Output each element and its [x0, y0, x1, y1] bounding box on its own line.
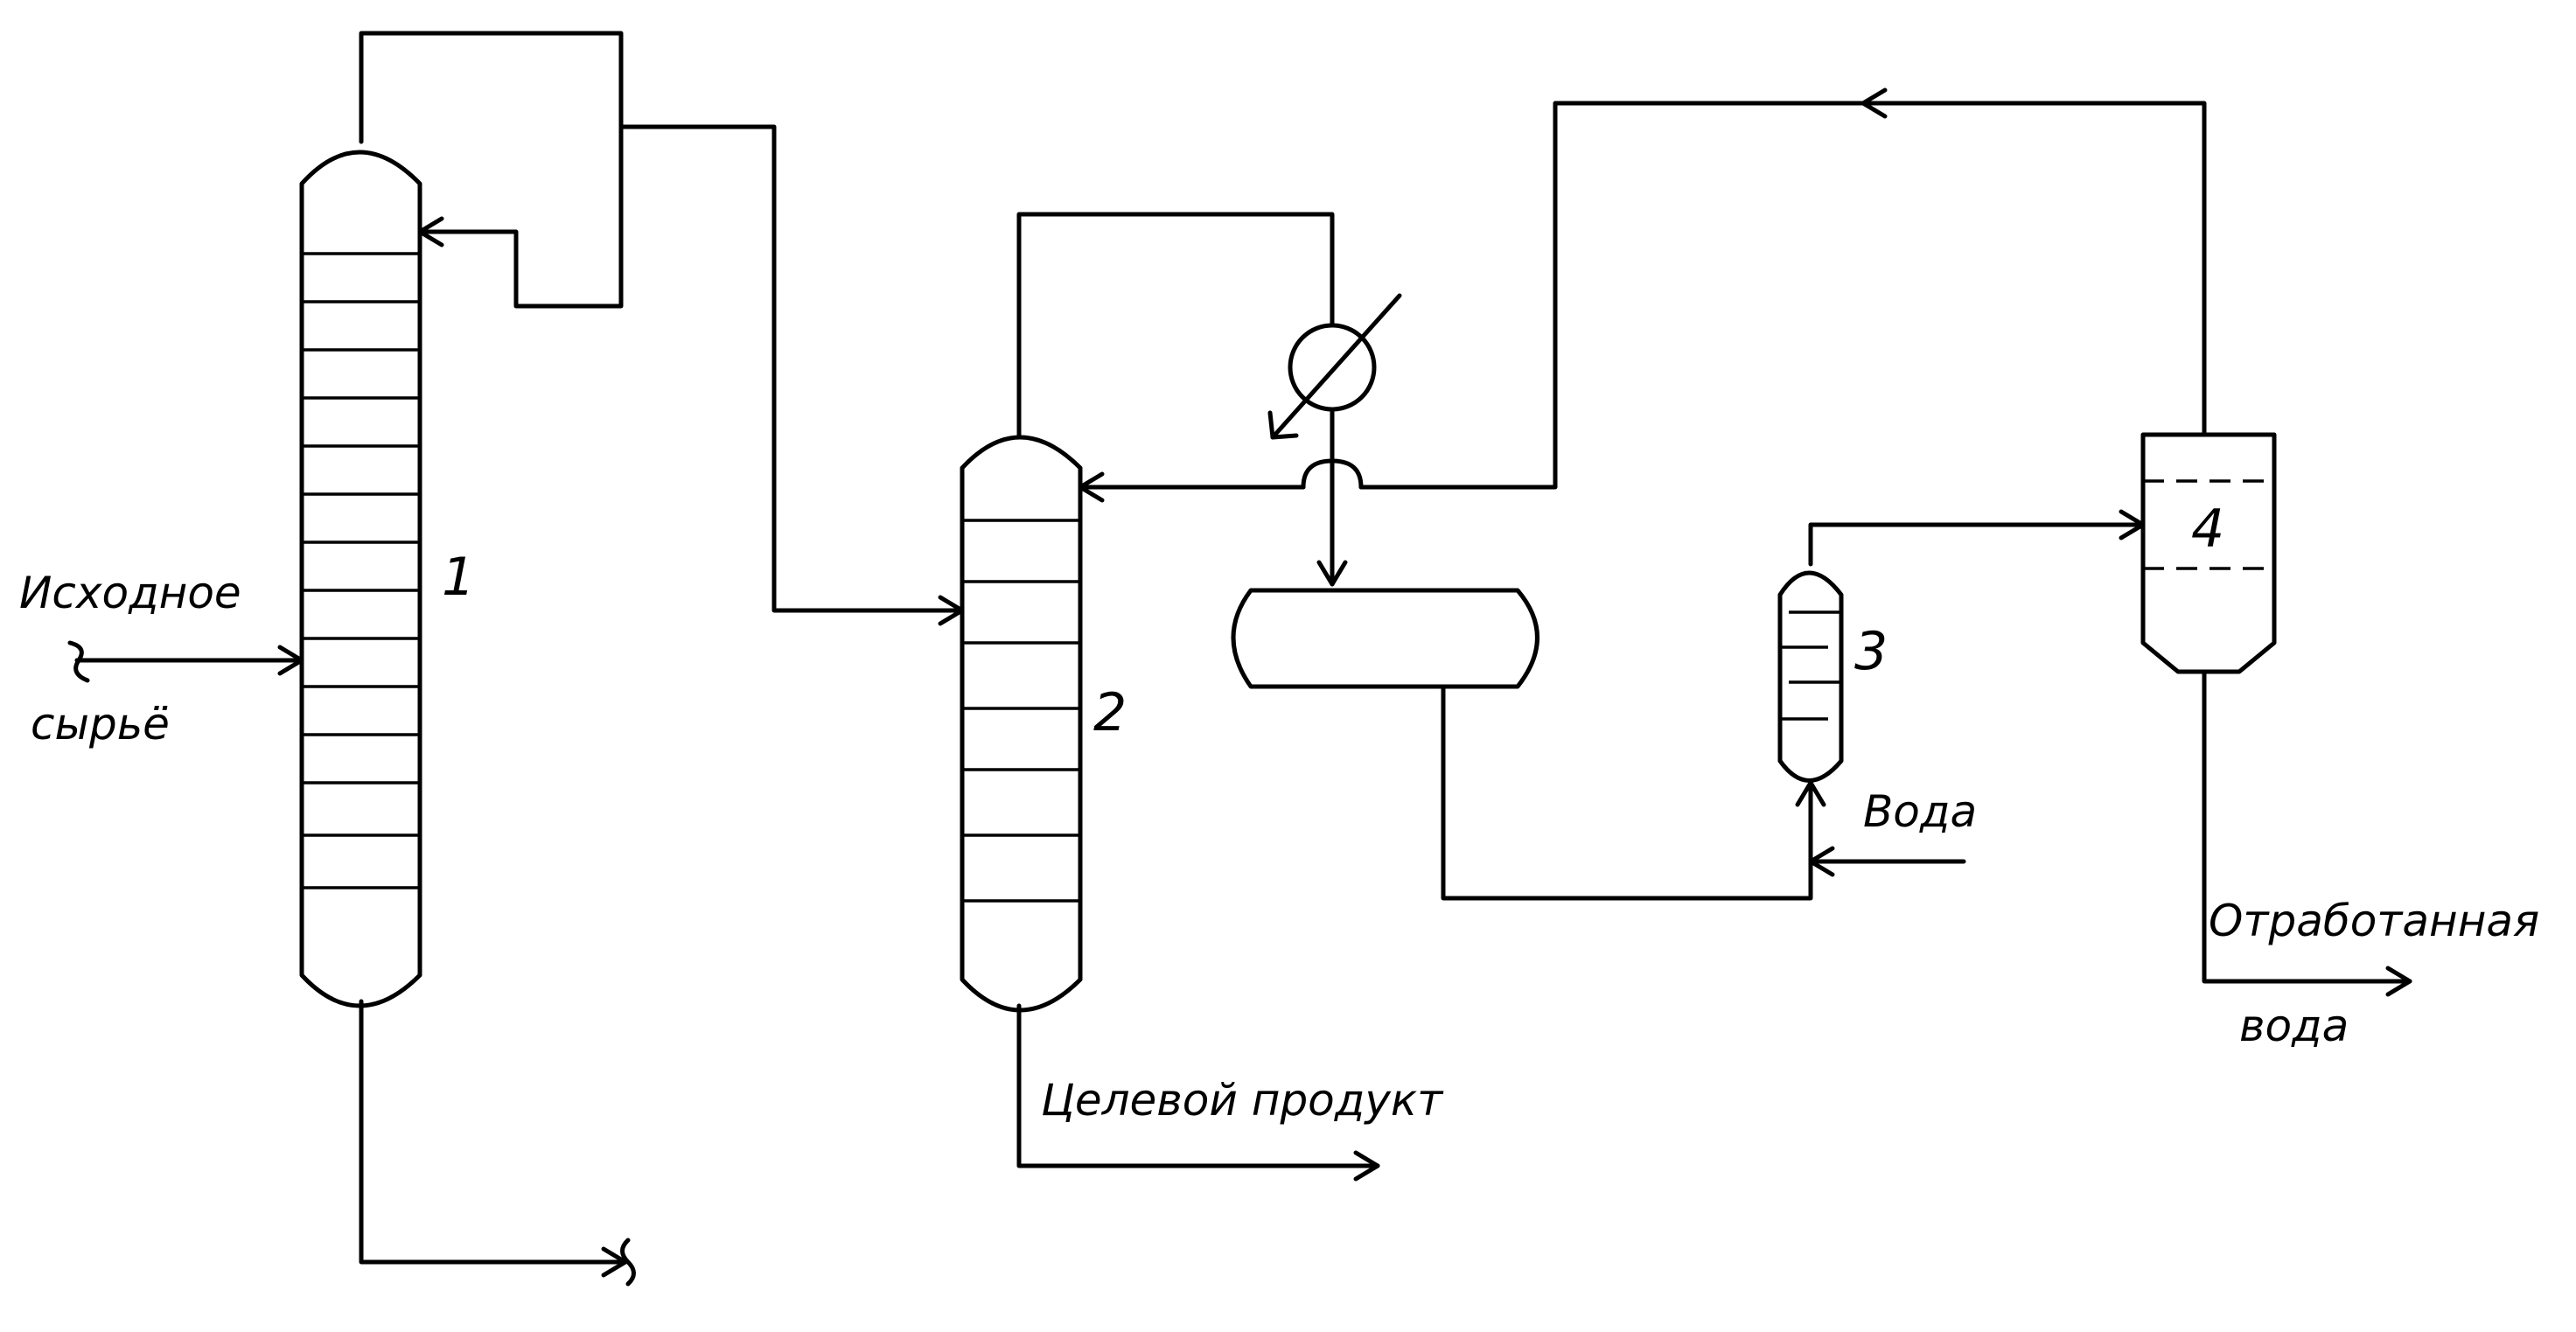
target-product-label: Целевой продукт: [1041, 1075, 1444, 1126]
receiver-drum: [1233, 590, 1538, 687]
column-1: [302, 152, 420, 1006]
extractor-3-number: 3: [1854, 621, 1888, 682]
extractor-3: [1780, 573, 1841, 781]
waste-water-label-line1: Отработанная: [2209, 896, 2539, 946]
waste-water-label-line2: вода: [2239, 1001, 2349, 1051]
column-1-trays: [302, 254, 420, 888]
column-2-number: 2: [1093, 682, 1127, 743]
water-in-label: Вода: [1863, 786, 1977, 837]
column-1-number: 1: [442, 547, 475, 608]
column-2: [962, 437, 1080, 1010]
feed-label-line2: сырьё: [31, 699, 170, 750]
column-2-trays: [962, 520, 1080, 901]
feed-label-line1: Исходное: [19, 568, 241, 618]
condenser: [1270, 296, 1400, 437]
separator-4-number: 4: [2191, 499, 2224, 560]
